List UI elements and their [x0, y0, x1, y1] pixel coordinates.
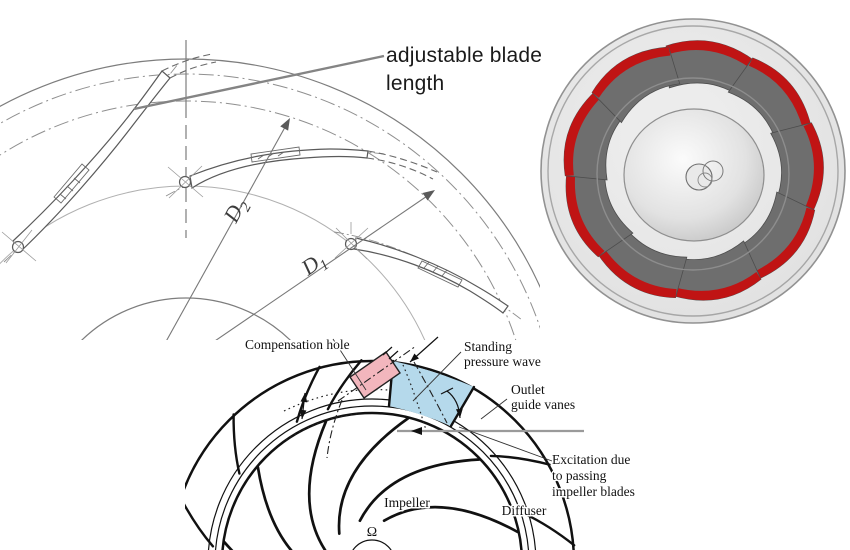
impeller-dotted-contour	[285, 413, 360, 441]
leader-lines	[332, 338, 553, 462]
diffuser-label: Diffuser	[502, 503, 547, 518]
excitation-label-line2: to passing	[552, 468, 607, 483]
standing-wave-label-line1: Standing	[464, 339, 512, 354]
pump-cross-section-panel: Compensation hole Standing pressure wave…	[185, 336, 636, 550]
blade-length-annotation: adjustable blade length	[386, 44, 543, 95]
outlet-guide-vane	[295, 365, 321, 423]
excitation-label-line3: impeller blades	[552, 484, 635, 499]
outlet-guide-vane	[232, 413, 241, 475]
impeller-3d-render-panel	[540, 18, 846, 324]
impeller-blade	[307, 419, 328, 550]
adjustable-blade-left	[1, 53, 217, 264]
impeller-blade-set	[223, 417, 520, 550]
impeller-blade-3d	[563, 91, 628, 181]
d1-label: D1	[296, 246, 333, 284]
hub-dome	[596, 77, 790, 271]
excitation-label-line1: Excitation due	[552, 452, 630, 467]
impeller-blade	[256, 465, 293, 550]
outlet-guide-vane	[326, 359, 363, 411]
compensation-hole-circle-dotted	[283, 388, 433, 412]
oscillation-arrows	[299, 336, 584, 435]
outlet-vanes-label-line2: guide vanes	[511, 397, 575, 412]
pressure-wave-region	[387, 359, 476, 431]
adjustable-blade-right	[333, 222, 523, 321]
impeller-blade-3d	[565, 168, 634, 258]
adjustable-blade-middle	[165, 146, 438, 199]
impeller-blades-3d	[563, 40, 824, 301]
outlet-vanes-label-line1: Outlet	[511, 382, 545, 397]
d2-label: D2	[218, 194, 255, 230]
impeller-blade	[382, 505, 520, 534]
dimension-d1: D1	[215, 190, 435, 340]
outlet-guide-vane	[523, 512, 576, 547]
omega-symbol: Ω	[367, 525, 377, 540]
dimension-d2: D2	[166, 118, 290, 340]
compensation-hole-label: Compensation hole	[245, 337, 350, 352]
shaft-circle	[352, 539, 392, 550]
impeller-label: Impeller	[384, 495, 430, 510]
outlet-guide-vane	[489, 454, 551, 466]
annotation-leader-line	[133, 54, 385, 111]
blade-length-drawing-panel: D2 D1	[0, 40, 540, 340]
impeller-blade-3d	[591, 46, 681, 124]
standing-wave-label-line2: pressure wave	[464, 354, 541, 369]
impeller-blade	[358, 458, 481, 523]
compensation-hole-region	[326, 345, 417, 459]
outlet-guide-vane-set	[185, 359, 576, 548]
outlet-guide-vane	[185, 503, 215, 548]
impeller-blade	[337, 417, 410, 535]
